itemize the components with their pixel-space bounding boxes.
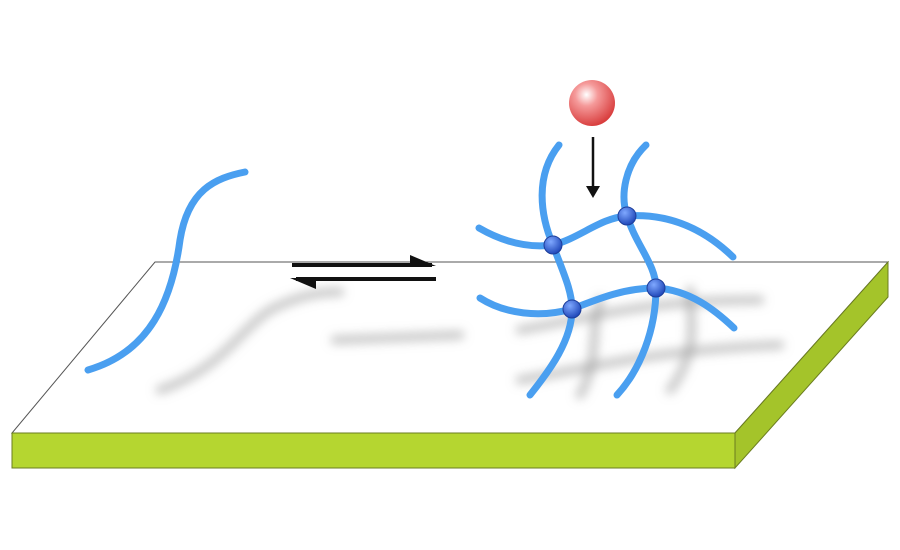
substrate-slab	[10, 260, 890, 470]
single-polymer-chain	[84, 168, 249, 374]
crosslink-node	[562, 299, 582, 319]
substrate-side-face	[734, 260, 889, 470]
substrate-front-face	[11, 432, 736, 469]
crosslink-node	[617, 206, 637, 226]
stimulus-sphere-icon	[569, 80, 615, 126]
network-strand	[526, 141, 576, 399]
crosslink-node	[646, 278, 666, 298]
network-strand	[476, 284, 738, 332]
network-strand	[613, 141, 660, 399]
down-arrow-icon	[586, 137, 600, 198]
crosslink-node	[543, 235, 563, 255]
equilibrium-arrows-icon	[290, 255, 436, 289]
network-strand	[475, 212, 737, 261]
crosslinked-network	[475, 141, 738, 399]
